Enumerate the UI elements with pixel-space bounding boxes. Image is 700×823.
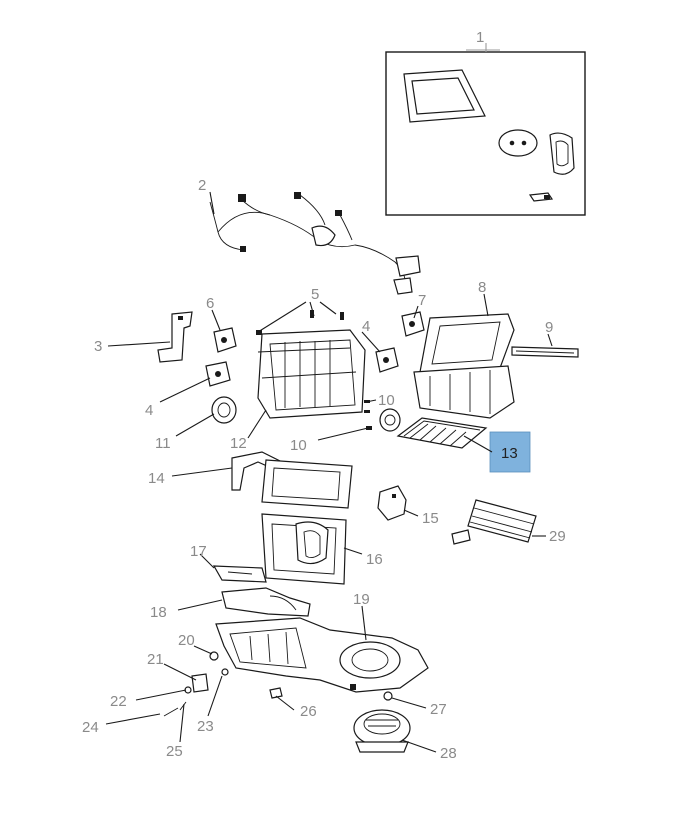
callout-10a: 10 [378, 392, 395, 409]
heater-pipe-part [231, 451, 353, 509]
actuator-part-6 [213, 327, 237, 353]
callout-16: 16 [366, 551, 383, 568]
bracket-part-15 [377, 485, 407, 521]
callout-8: 8 [478, 279, 486, 296]
callout-21: 21 [147, 651, 164, 668]
callout-1: 1 [476, 29, 484, 46]
callout-labels: 1 2 3 4 4 5 6 7 8 9 10 10 11 12 13 14 15… [82, 29, 566, 762]
strip-part [511, 346, 579, 358]
callout-25: 25 [166, 743, 183, 760]
blower-motor-part [353, 709, 411, 753]
bracket-part [157, 311, 193, 363]
callout-3: 3 [94, 338, 102, 355]
ptc-heater-part [451, 499, 537, 545]
callout-6: 6 [206, 295, 214, 312]
filter-housing-part [413, 313, 515, 419]
callout-14: 14 [148, 470, 165, 487]
callout-5: 5 [311, 286, 319, 303]
heater-core-part [261, 513, 347, 585]
callout-19: 19 [353, 591, 370, 608]
seal-frame-part [403, 69, 486, 123]
leader-lines [105, 43, 553, 753]
callout-12: 12 [230, 435, 247, 452]
callout-20: 20 [178, 632, 195, 649]
cabin-filter-part [396, 417, 488, 449]
callout-7: 7 [418, 292, 426, 309]
callout-22: 22 [110, 693, 127, 710]
callout-28: 28 [440, 745, 457, 762]
callout-15: 15 [422, 510, 439, 527]
clip-part [528, 192, 554, 202]
callout-2: 2 [198, 177, 206, 194]
callout-4a: 4 [145, 402, 153, 419]
wiring-harness-part [209, 192, 421, 295]
callout-11: 11 [155, 435, 171, 452]
callout-9: 9 [545, 319, 553, 336]
seal-part-17 [212, 565, 267, 583]
highlight-box-13 [489, 431, 531, 473]
actuator-part-4b [375, 347, 399, 373]
callout-10b: 10 [290, 437, 307, 454]
callout-23: 23 [197, 718, 214, 735]
callout-18: 18 [150, 604, 167, 621]
boot-seal-part [549, 132, 575, 175]
duct-part-18 [221, 587, 311, 617]
callout-27: 27 [430, 701, 447, 718]
callout-17: 17 [190, 543, 207, 560]
callout-4b: 4 [362, 318, 370, 335]
lower-case-part [215, 617, 429, 693]
upper-case-part [256, 310, 366, 419]
callout-13: 13 [501, 445, 518, 462]
callout-24: 24 [82, 719, 99, 736]
detail-inset [385, 51, 586, 216]
actuator-part-4a [205, 361, 231, 387]
callout-26: 26 [300, 703, 317, 720]
callout-29: 29 [549, 528, 566, 545]
grommet-part [498, 129, 538, 157]
actuator-part-7 [401, 311, 425, 337]
motor-part-11 [211, 396, 237, 424]
